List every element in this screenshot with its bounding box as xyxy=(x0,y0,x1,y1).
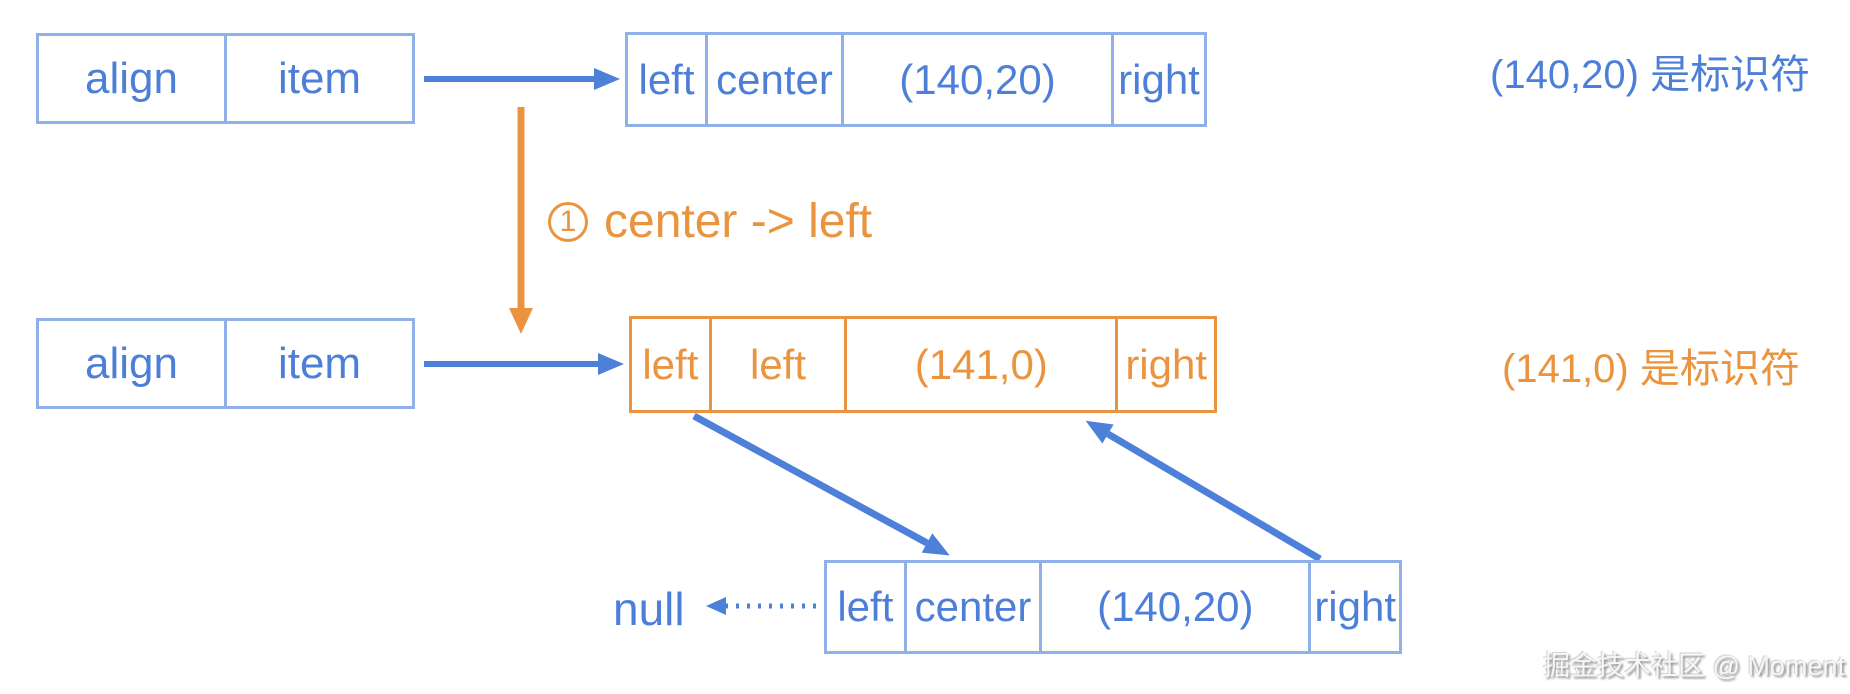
step-text: center -> left xyxy=(604,195,873,248)
node-141-0: left left (141,0) right xyxy=(629,316,1217,413)
node-140-20-top: left center (140,20) right xyxy=(625,32,1207,127)
node3-cell-id-label: (140,20) xyxy=(1097,583,1254,630)
node1-cell-center: center xyxy=(708,35,844,124)
node2-cell-center: left xyxy=(712,319,848,410)
cell-align-1-label: align xyxy=(85,53,178,103)
caption-140-20: (140,20) 是标识符 xyxy=(1490,46,1810,97)
step-label: 1 center -> left xyxy=(548,194,872,249)
null-label: null xyxy=(613,582,685,636)
cell-item-1: item xyxy=(227,36,412,121)
node1-cell-id-label: (140,20) xyxy=(899,55,1056,103)
cell-align-2-label: align xyxy=(85,338,178,388)
node2-cell-left: left xyxy=(632,319,712,410)
node-140-20-bottom: left center (140,20) right xyxy=(824,560,1402,654)
node3-cell-id: (140,20) xyxy=(1042,563,1312,651)
node2-cell-right-label: right xyxy=(1125,340,1208,388)
align-item-box-2: align item xyxy=(36,318,415,409)
node3-cell-left: left xyxy=(827,563,907,651)
caption-141-0-text: (141,0) 是标识符 xyxy=(1502,347,1800,391)
node3-cell-right: right xyxy=(1311,563,1399,651)
watermark: 掘金技术社区 @ Moment xyxy=(1543,644,1845,683)
node1-cell-right-label: right xyxy=(1118,55,1200,103)
node3-cell-center-label: center xyxy=(914,583,1032,630)
caption-141-0: (141,0) 是标识符 xyxy=(1502,340,1800,391)
node2-cell-center-label: left xyxy=(749,340,807,388)
watermark-text: 掘金技术社区 @ Moment xyxy=(1543,651,1845,681)
align-item-box-1: align item xyxy=(36,33,415,124)
node1-cell-left-label: left xyxy=(638,55,695,103)
diagonal-arrow-left-pointer xyxy=(692,412,950,556)
cell-align-2: align xyxy=(39,321,227,406)
step-number: 1 xyxy=(559,204,577,238)
node3-cell-center: center xyxy=(907,563,1043,651)
null-label-text: null xyxy=(613,583,685,635)
node1-cell-left: left xyxy=(628,35,708,124)
caption-140-20-text: (140,20) 是标识符 xyxy=(1490,53,1811,97)
cell-item-1-label: item xyxy=(277,53,362,103)
node1-cell-center-label: center xyxy=(716,55,833,103)
step-number-circle-icon: 1 xyxy=(548,201,588,242)
cell-align-1: align xyxy=(39,36,227,121)
node3-cell-left-label: left xyxy=(837,583,894,630)
node2-cell-right: right xyxy=(1118,319,1214,410)
node2-cell-id-label: (141,0) xyxy=(914,340,1048,388)
node3-cell-right-label: right xyxy=(1314,583,1397,630)
node1-cell-right: right xyxy=(1114,35,1204,124)
diagonal-arrow-right-pointer xyxy=(1085,420,1322,563)
cell-item-2-label: item xyxy=(277,338,362,388)
node2-cell-left-label: left xyxy=(642,340,699,388)
node2-cell-id: (141,0) xyxy=(847,319,1119,410)
cell-item-2: item xyxy=(227,321,412,406)
node1-cell-id: (140,20) xyxy=(844,35,1114,124)
